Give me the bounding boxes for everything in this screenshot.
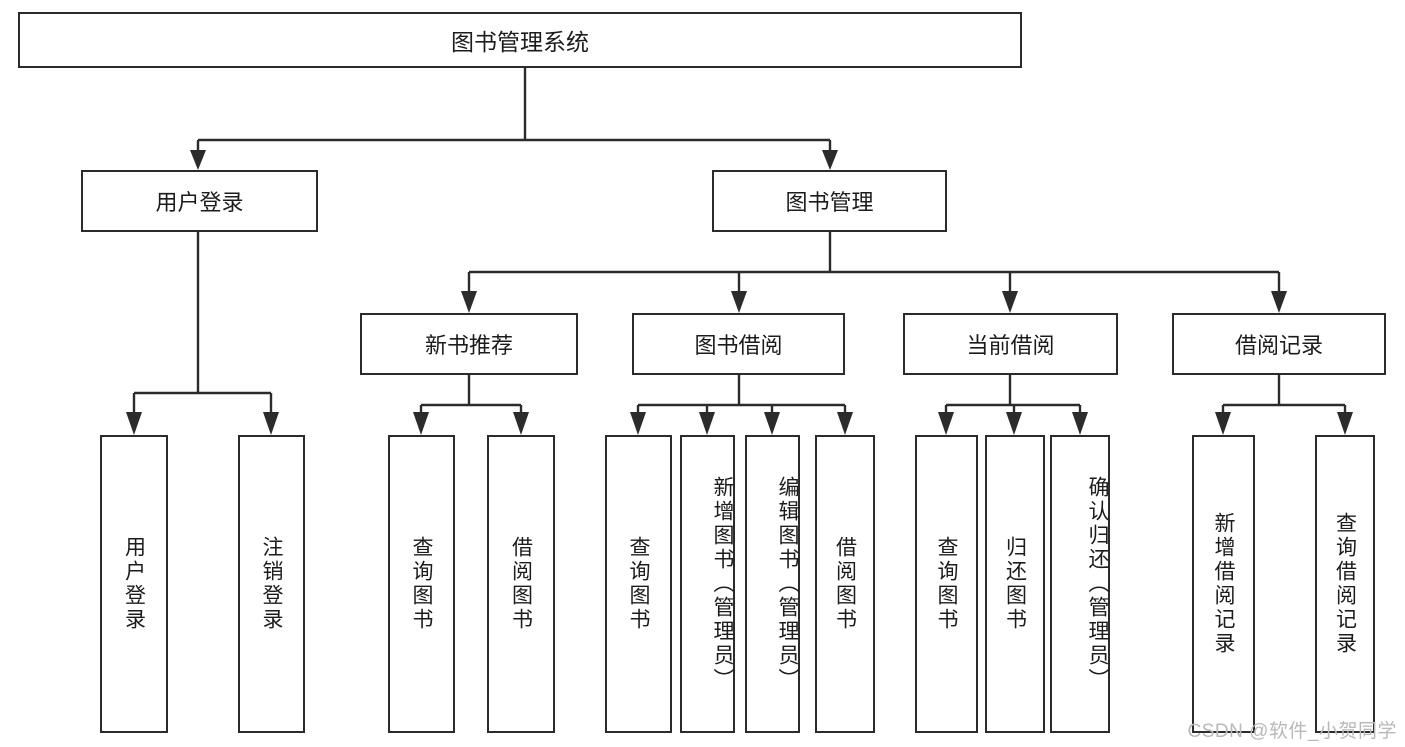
node-user-login[interactable]: 用户登录 [81,170,318,232]
leaf-user-login-label: 用户登录 [122,536,146,632]
leaf-query-book-3-label: 查询图书 [935,536,958,632]
node-book-borrow-label: 图书借阅 [694,333,783,358]
leaf-confirm-return-label: 确认归还（管理员） [1086,476,1109,692]
node-borrow-record-label: 借阅记录 [1234,333,1323,358]
node-root[interactable]: 图书管理系统 [18,12,1022,68]
leaf-query-record[interactable]: 查询借阅记录 [1315,435,1375,733]
leaf-borrow-book-1[interactable]: 借阅图书 [487,435,555,733]
leaf-query-book-1[interactable]: 查询图书 [388,435,455,733]
leaf-edit-book[interactable]: 编辑图书（管理员） [745,435,800,733]
leaf-return-book-label: 归还图书 [1003,536,1027,632]
leaf-borrow-book-1-label: 借阅图书 [509,536,533,632]
leaf-add-book[interactable]: 新增图书（管理员） [680,435,735,733]
node-book-manage[interactable]: 图书管理 [712,170,947,232]
node-user-login-label: 用户登录 [155,190,244,215]
leaf-query-book-3[interactable]: 查询图书 [915,435,978,733]
node-borrow-record[interactable]: 借阅记录 [1172,313,1386,375]
leaf-add-record[interactable]: 新增借阅记录 [1192,435,1255,733]
node-book-manage-label: 图书管理 [785,190,874,215]
leaf-query-book-1-label: 查询图书 [410,536,433,632]
node-current-borrow-label: 当前借阅 [966,333,1055,358]
leaf-query-book-2[interactable]: 查询图书 [605,435,672,733]
leaf-query-book-2-label: 查询图书 [627,536,650,632]
node-root-label: 图书管理系统 [451,29,589,55]
node-new-book-recommend-label: 新书推荐 [424,333,513,358]
leaf-add-book-label: 新增图书（管理员） [711,476,734,692]
leaf-user-login[interactable]: 用户登录 [100,435,168,733]
node-new-book-recommend[interactable]: 新书推荐 [360,313,578,375]
leaf-add-record-label: 新增借阅记录 [1212,512,1235,656]
watermark: CSDN @软件_小贺同学 [1187,721,1397,742]
leaf-confirm-return[interactable]: 确认归还（管理员） [1050,435,1110,733]
leaf-borrow-book-2-label: 借阅图书 [833,536,857,632]
leaf-query-record-label: 查询借阅记录 [1333,512,1357,656]
leaf-logout-login-label: 注销登录 [260,536,283,632]
leaf-return-book[interactable]: 归还图书 [985,435,1045,733]
leaf-logout-login[interactable]: 注销登录 [238,435,305,733]
node-current-borrow[interactable]: 当前借阅 [903,313,1118,375]
leaf-edit-book-label: 编辑图书（管理员） [776,476,799,692]
leaf-borrow-book-2[interactable]: 借阅图书 [815,435,875,733]
node-book-borrow[interactable]: 图书借阅 [632,313,845,375]
